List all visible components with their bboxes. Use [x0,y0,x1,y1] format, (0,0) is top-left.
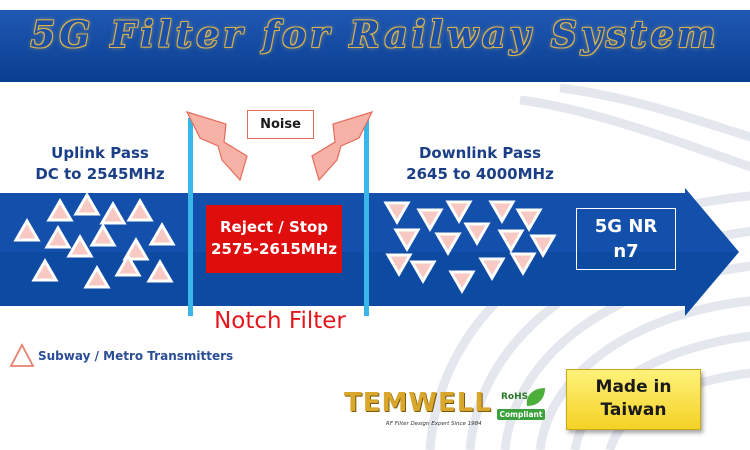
uplink-triangle-icon [46,198,74,222]
made-in-taiwan-badge: Made in Taiwan [566,369,701,430]
band-number: n7 [613,241,639,262]
filter-boundary-right [364,118,369,316]
uplink-triangle-icon [126,198,154,222]
uplink-triangle-icon [99,201,127,225]
reject-range: 2575-2615MHz [211,240,337,258]
downlink-triangle-icon [509,252,537,276]
uplink-triangle-icon [148,222,176,246]
band-title: 5G NR [594,216,658,237]
uplink-pass-label: Uplink Pass DC to 2545MHz [20,143,180,185]
downlink-triangle-icon [409,260,437,284]
reject-stop-box: Reject / Stop 2575-2615MHz [206,205,342,273]
downlink-triangle-icon [463,222,491,246]
downlink-triangle-icon [445,200,473,224]
5g-nr-band-box: 5G NR n7 [576,208,676,270]
downlink-range: 2645 to 4000MHz [406,165,554,183]
notch-filter-label: Notch Filter [214,308,346,334]
legend-triangle-icon [9,343,35,367]
title-banner [0,10,750,82]
uplink-triangle-icon [122,237,150,261]
temwell-wordmark: TEMWELL [344,388,492,418]
uplink-triangle-icon [66,234,94,258]
downlink-triangle-icon [383,201,411,225]
made-in-line1: Made in [595,377,672,397]
lightning-bolt-right-icon [311,111,374,182]
uplink-triangle-icon [114,253,142,277]
uplink-triangle-icon [31,258,59,282]
downlink-triangle-icon [515,208,543,232]
uplink-triangle-icon [89,223,117,247]
uplink-triangle-icon [73,192,101,216]
uplink-range: DC to 2545MHz [35,165,165,183]
downlink-title: Downlink Pass [418,144,542,162]
uplink-triangle-icon [13,218,41,242]
temwell-tagline: RF Filter Design Expert Since 1984 [386,421,482,427]
rohs-text: RoHS [501,392,529,402]
downlink-triangle-icon [434,232,462,256]
leaf-icon [526,388,545,406]
temwell-logo: TEMWELL RF Filter Design Expert Since 19… [338,388,491,436]
downlink-triangle-icon [385,253,413,277]
lightning-bolt-left-icon [185,111,248,182]
noise-label: Noise [247,110,314,139]
rohs-badge: RoHS Compliant [497,386,547,426]
legend: Subway / Metro Transmitters [12,343,233,369]
downlink-triangle-icon [488,200,516,224]
uplink-transmitters [13,192,176,289]
rohs-compliant-label: Compliant [497,409,545,420]
uplink-title: Uplink Pass [51,144,149,162]
page-title: 5G Filter for Railway System [30,14,720,56]
downlink-transmitters [383,200,557,294]
downlink-triangle-icon [478,257,506,281]
downlink-triangle-icon [448,270,476,294]
uplink-triangle-icon [146,259,174,283]
uplink-triangle-icon [83,265,111,289]
made-in-line2: Taiwan [600,400,667,420]
downlink-triangle-icon [497,229,525,253]
downlink-triangle-icon [529,234,557,258]
downlink-triangle-icon [393,228,421,252]
downlink-pass-label: Downlink Pass 2645 to 4000MHz [395,143,565,185]
downlink-triangle-icon [416,208,444,232]
legend-label: Subway / Metro Transmitters [38,349,234,363]
filter-boundary-left [188,118,193,316]
reject-title: Reject / Stop [219,218,329,236]
uplink-triangle-icon [44,225,72,249]
